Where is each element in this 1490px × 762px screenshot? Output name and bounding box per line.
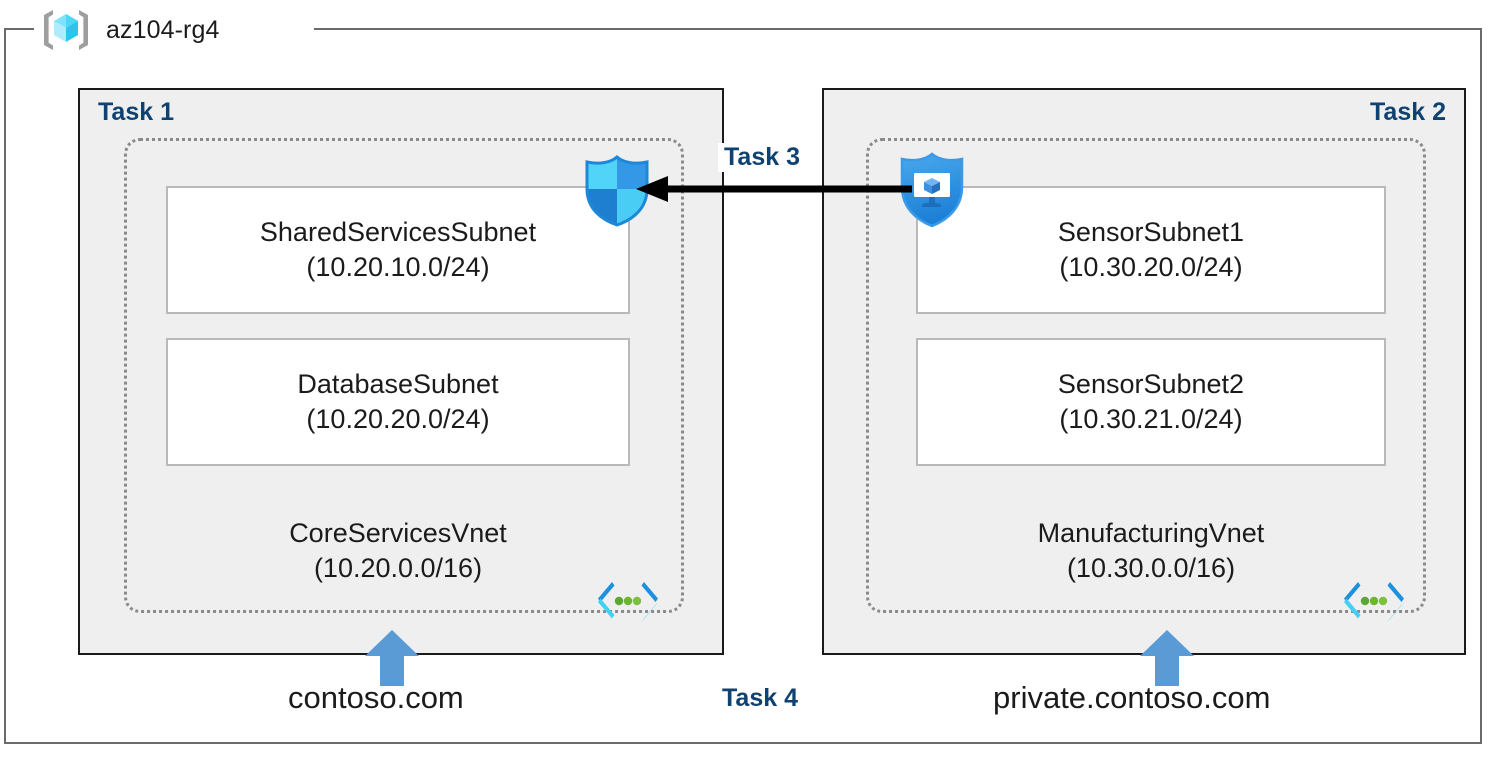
vnet-cidr: (10.20.0.0/16) (313, 553, 483, 584)
subnet-name: SharedServicesSubnet (259, 216, 537, 247)
virtual-network-icon (1338, 580, 1410, 624)
resource-group-title: az104-rg4 (40, 8, 219, 52)
subnet-sharedservicessubnet: SharedServicesSubnet (10.20.10.0/24) (166, 186, 630, 314)
subnet-sensorsubnet2: SensorSubnet2 (10.30.21.0/24) (916, 338, 1386, 466)
subnet-cidr: (10.20.20.0/24) (306, 404, 490, 434)
virtual-network-icon (592, 580, 664, 624)
task-4-label: Task 4 (722, 684, 798, 712)
vnet-coreservicesvnet-caption: CoreServicesVnet (10.20.0.0/16) (166, 516, 630, 586)
subnet-cidr: (10.30.21.0/24) (1059, 404, 1243, 434)
task-1-label: Task 1 (98, 98, 174, 126)
azure-resource-group-icon (40, 7, 92, 53)
dns-zone-contoso-com-label: contoso.com (288, 680, 464, 715)
vnet-cidr: (10.30.0.0/16) (1066, 553, 1236, 584)
vnet-coreservicesvnet-boundary (124, 138, 684, 613)
protected-virtual-machine-shield-icon (898, 152, 966, 228)
dns-link-arrow-up-icon (1140, 630, 1194, 686)
task-3-label: Task 3 (718, 143, 806, 172)
subnet-cidr: (10.20.10.0/24) (306, 252, 490, 282)
subnet-sensorsubnet1: SensorSubnet1 (10.30.20.0/24) (916, 186, 1386, 314)
subnet-cidr: (10.30.20.0/24) (1059, 252, 1243, 282)
vnet-name: CoreServicesVnet (289, 518, 507, 548)
vnet-manufacturingvnet-caption: ManufacturingVnet (10.30.0.0/16) (916, 516, 1386, 586)
resource-group-frame (4, 28, 1482, 744)
dns-link-arrow-up-icon (365, 630, 419, 686)
subnet-databasesubnet: DatabaseSubnet (10.20.20.0/24) (166, 338, 630, 466)
resource-group-name: az104-rg4 (106, 15, 220, 44)
dns-zone-private-contoso-com-label: private.contoso.com (993, 680, 1271, 715)
network-security-group-shield-icon (582, 155, 652, 227)
subnet-name: SensorSubnet1 (1057, 216, 1245, 247)
subnet-name: DatabaseSubnet (297, 368, 499, 399)
task-2-label: Task 2 (1370, 98, 1446, 126)
vnet-peering-arrow (636, 172, 912, 206)
vnet-manufacturingvnet-boundary (866, 138, 1426, 613)
vnet-name: ManufacturingVnet (1037, 518, 1265, 548)
subnet-name: SensorSubnet2 (1057, 368, 1245, 399)
